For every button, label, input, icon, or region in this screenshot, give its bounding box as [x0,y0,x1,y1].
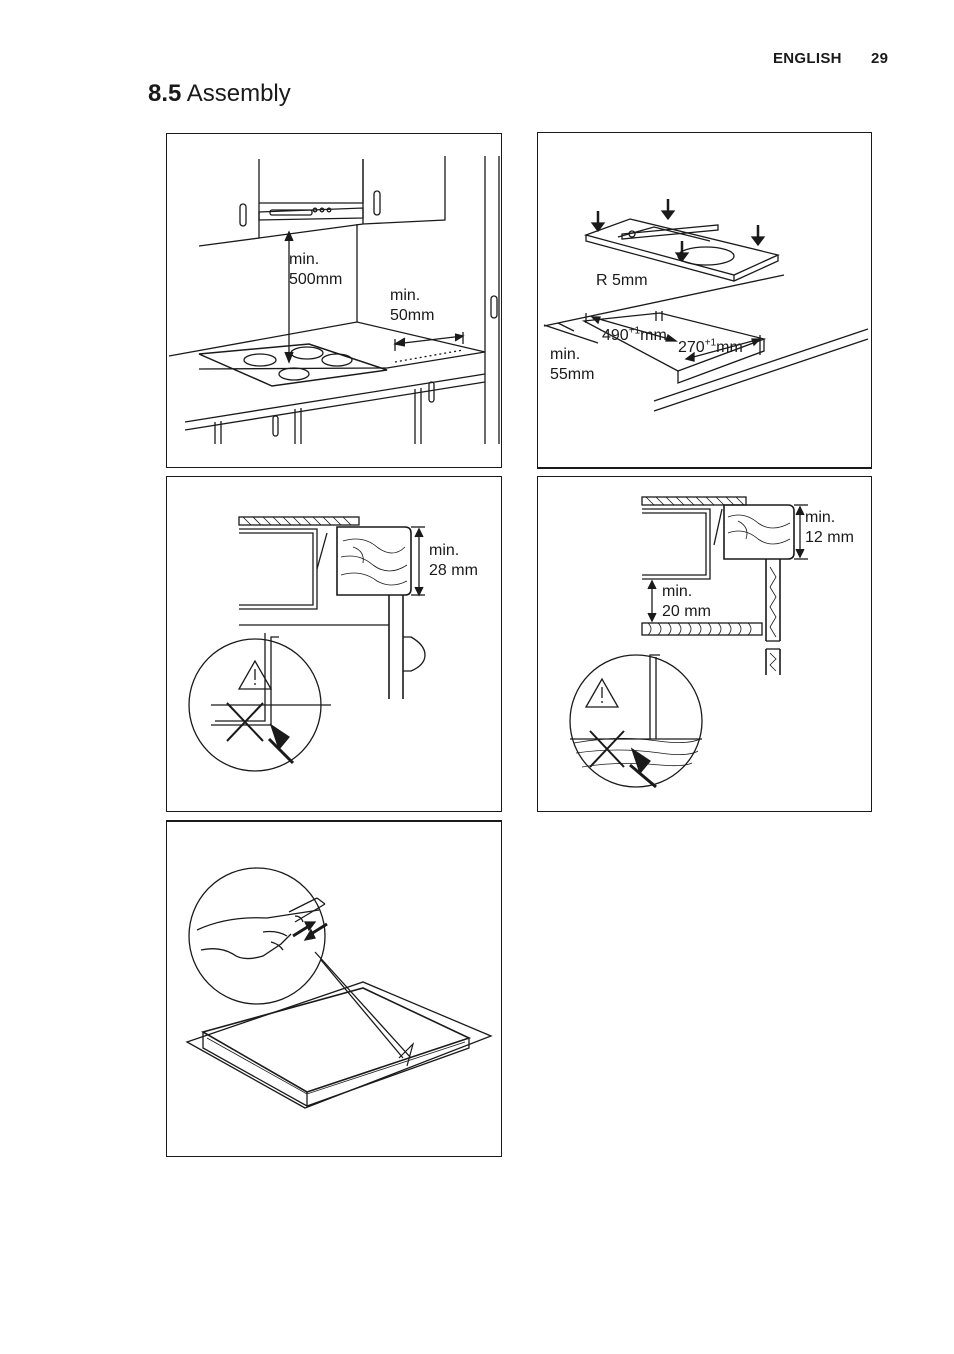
section-title: 8.5 Assembly [148,80,291,108]
label-min-12-line2: 12 mm [805,529,854,546]
label-min-50: min. 50mm [390,286,434,326]
figure-oven-gap: min. 12 mm min. 20 mm [537,476,872,812]
label-min-55: min. 55mm [550,345,594,385]
oven-gap-drawing [569,496,808,789]
figure-worktop-thickness: min. 28 mm [166,476,502,812]
cutout-drawing [543,199,869,412]
hood-clearance-drawing [168,156,500,444]
label-depth-270: 270+1mm [678,338,743,358]
width-value: 490 [602,327,629,344]
figure-seal-application [166,820,502,1157]
depth-unit: mm [716,339,743,356]
label-min-500-line2: 500mm [289,271,343,288]
depth-tolerance: +1 [704,337,717,349]
section-number: 8.5 [148,80,182,107]
label-min-20-line1: min. [662,583,693,600]
depth-value: 270 [678,339,705,356]
label-min-28-line2: 28 mm [429,562,478,579]
width-unit: mm [640,327,667,344]
label-min-50-line1: min. [390,287,421,304]
label-min-55-line2: 55mm [550,366,595,383]
label-min-20: min. 20 mm [662,582,711,622]
section-heading: Assembly [186,80,291,107]
seal-application-drawing [185,867,493,1109]
label-width-490: 490+1mm [602,326,667,346]
width-tolerance: +1 [628,325,641,337]
label-min-50-line2: 50mm [390,307,435,324]
label-min-500: min. 500mm [289,250,342,290]
label-min-28-line1: min. [429,542,460,559]
label-radius: R 5mm [596,272,648,289]
label-min-28: min. 28 mm [429,541,478,581]
label-min-20-line2: 20 mm [662,603,711,620]
header-language: ENGLISH [773,50,842,67]
worktop-thickness-drawing [188,516,426,772]
figure-cutout-dimensions: R 5mm 490+1mm 270+1mm min. 55mm [537,132,872,469]
label-min-12: min. 12 mm [805,508,854,548]
label-min-12-line1: min. [805,509,836,526]
page-number: 29 [871,50,889,67]
label-min-55-line1: min. [550,346,581,363]
figure-hood-clearance: min. 500mm min. 50mm [166,133,502,468]
label-min-500-line1: min. [289,251,320,268]
